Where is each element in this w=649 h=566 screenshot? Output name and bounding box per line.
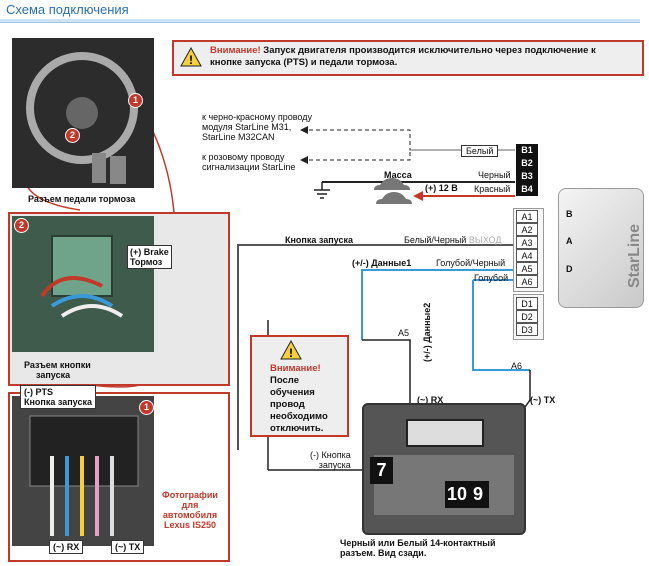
pts-caption: Разъем кнопки запуска (24, 360, 91, 380)
blue-label: Голубой (474, 273, 509, 283)
port-a-label: A (566, 236, 573, 246)
dashed-wire-pink (302, 150, 411, 161)
start-button-wire (237, 244, 515, 450)
pts-photo-frame (8, 392, 230, 562)
warning-left-box: ! Внимание! После обучения провод необхо… (250, 335, 349, 437)
car-icon-plus (376, 192, 412, 204)
pin-b3: B3 (516, 170, 538, 183)
pink-label: к розовому проводу сигнализации StarLine (202, 152, 296, 172)
pts-wire-label: (-) PTS Кнопка запуска (20, 385, 96, 409)
data1-label: (+/-) Данные1 (352, 258, 412, 268)
red-wire-label: Красный (474, 184, 511, 194)
blue-black-label: Голубой/Черный (436, 258, 506, 268)
title-divider (0, 19, 640, 23)
pin-a4: A4 (516, 249, 538, 262)
ground-label: Масса (384, 170, 412, 180)
page-title: Схема подключения (6, 2, 129, 17)
pin-d3: D3 (516, 323, 538, 336)
plug-pin-10: 10 (445, 481, 469, 508)
a6-label: A6 (511, 361, 523, 371)
rx-photo-label: (~) RX (49, 540, 84, 554)
pin-b1: B1 (516, 144, 538, 157)
tx-photo-label: (~) TX (111, 540, 145, 554)
unit-brand: StarLine (626, 223, 643, 288)
pin-a3: A3 (516, 236, 538, 249)
pin-a6: A6 (516, 275, 538, 288)
port-b-label: B (566, 209, 573, 219)
warning-icon-left: ! (280, 340, 302, 360)
a5-label: A5 (398, 328, 410, 338)
pin-a2: A2 (516, 223, 538, 236)
badge-1: 1 (128, 93, 143, 108)
arrow-head-m31 (300, 126, 308, 134)
svg-text:!: ! (289, 346, 293, 360)
pin-d2: D2 (516, 310, 538, 323)
white-black-label: Белый/Черный ВЫХОД (404, 235, 502, 245)
brake-photo: 2 (12, 216, 154, 352)
m31-label: к черно-красному проводу модуля StarLine… (202, 112, 312, 142)
data1-wire (361, 269, 515, 340)
plus12-arrow (413, 191, 423, 201)
black-wire-label: Черный (478, 170, 511, 180)
warning-icon: ! (180, 47, 202, 67)
pin-b4: B4 (516, 183, 538, 196)
start-minus-label: (-) Кнопка запуска (310, 450, 351, 470)
ground-symbol (314, 182, 330, 199)
warning-left-label: Внимание! (270, 363, 321, 374)
car-icon-ground (374, 178, 410, 190)
pin-b2: B2 (516, 157, 538, 170)
warning-top-box: ! Внимание! Запуск двигателя производитс… (172, 40, 644, 76)
data1-wire-down (362, 339, 411, 370)
svg-text:!: ! (189, 53, 193, 67)
badge-2-photo: 2 (14, 218, 29, 233)
pin-d1: D1 (516, 297, 538, 310)
tx-label: (~) TX (530, 395, 556, 405)
badge-2: 2 (65, 128, 80, 143)
start-button-label: Кнопка запуска (285, 235, 353, 245)
rx-label: (~) RX (417, 395, 444, 405)
warning-top-label: Внимание! (210, 45, 261, 56)
starline-unit: StarLine (558, 188, 644, 308)
data2-wire (472, 280, 530, 371)
brake-wire-label: (+) Brake Тормоз (127, 245, 172, 269)
steering-photo: 1 2 (12, 38, 154, 188)
pin-a5: A5 (516, 262, 538, 275)
plus12-label: (+) 12 В (425, 183, 458, 193)
plug-caption: Черный или Белый 14-контактный разъем. В… (340, 538, 496, 558)
pts-photo: 1 (12, 396, 154, 546)
plug-pin-7: 7 (370, 457, 393, 484)
badge-1-photo: 1 (139, 400, 154, 415)
port-d-label: D (566, 264, 573, 274)
pin-a1: A1 (516, 210, 538, 223)
car-note: Фотографии для автомобиля Lexus IS250 (162, 490, 218, 530)
brake-caption: Разъем педали тормоза (28, 194, 136, 204)
plug-pin-9: 9 (467, 481, 489, 508)
white-wire-label: Белый (461, 145, 499, 157)
arrow-head-pink (300, 156, 308, 164)
data2-label: (+/-) Данные2 (422, 302, 432, 362)
warning-top-text: Запуск двигателя производится исключител… (210, 45, 596, 68)
